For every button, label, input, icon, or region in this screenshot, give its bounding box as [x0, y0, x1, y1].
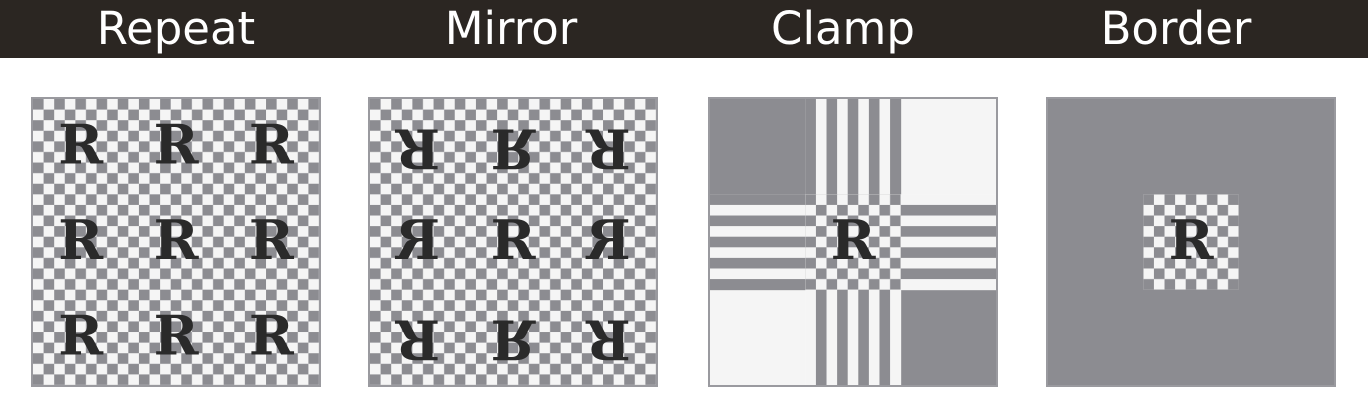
svg-text:R: R	[58, 303, 104, 367]
svg-text:R: R	[1169, 208, 1215, 272]
svg-text:R: R	[249, 208, 295, 272]
title-border: Border	[1100, 2, 1252, 55]
svg-text:R: R	[154, 208, 200, 272]
svg-text:R: R	[394, 208, 440, 272]
panel-clamp: R	[708, 97, 998, 387]
mirror-glyph: R	[585, 208, 631, 272]
border-texture: R	[1048, 99, 1334, 385]
panel-border: R	[1046, 97, 1336, 387]
mirror-glyph: R	[394, 117, 440, 181]
svg-text:R: R	[394, 307, 440, 371]
clamp-glyph: R	[831, 208, 877, 272]
repeat-glyph: R	[58, 113, 104, 177]
svg-text:R: R	[585, 208, 631, 272]
svg-text:R: R	[491, 307, 537, 371]
svg-text:R: R	[58, 113, 104, 177]
mirror-glyph: R	[394, 208, 440, 272]
border-glyph: R	[1169, 208, 1215, 272]
mirror-glyph: R	[585, 307, 631, 371]
svg-text:R: R	[154, 303, 200, 367]
svg-text:R: R	[154, 113, 200, 177]
mirror-glyph: R	[394, 307, 440, 371]
svg-text:R: R	[58, 208, 104, 272]
title-mirror: Mirror	[444, 2, 578, 55]
repeat-glyph: R	[249, 303, 295, 367]
svg-text:R: R	[491, 117, 537, 181]
repeat-glyph: R	[154, 208, 200, 272]
title-repeat: Repeat	[96, 2, 256, 55]
mirror-glyph: R	[585, 117, 631, 181]
clamp-texture: R	[710, 99, 996, 385]
repeat-glyph: R	[249, 113, 295, 177]
svg-text:R: R	[394, 117, 440, 181]
svg-text:R: R	[585, 307, 631, 371]
svg-text:R: R	[491, 208, 537, 272]
mirror-glyph: R	[491, 307, 537, 371]
svg-text:R: R	[585, 117, 631, 181]
repeat-glyph: R	[154, 113, 200, 177]
svg-text:R: R	[249, 303, 295, 367]
repeat-glyph: R	[58, 303, 104, 367]
repeat-glyph: R	[154, 303, 200, 367]
mirror-glyph: R	[491, 208, 537, 272]
repeat-glyph: R	[249, 208, 295, 272]
header-bar	[0, 0, 1368, 58]
repeat-glyph: R	[58, 208, 104, 272]
title-clamp: Clamp	[771, 2, 915, 55]
svg-text:R: R	[831, 208, 877, 272]
mirror-glyph: R	[491, 117, 537, 181]
svg-text:R: R	[249, 113, 295, 177]
